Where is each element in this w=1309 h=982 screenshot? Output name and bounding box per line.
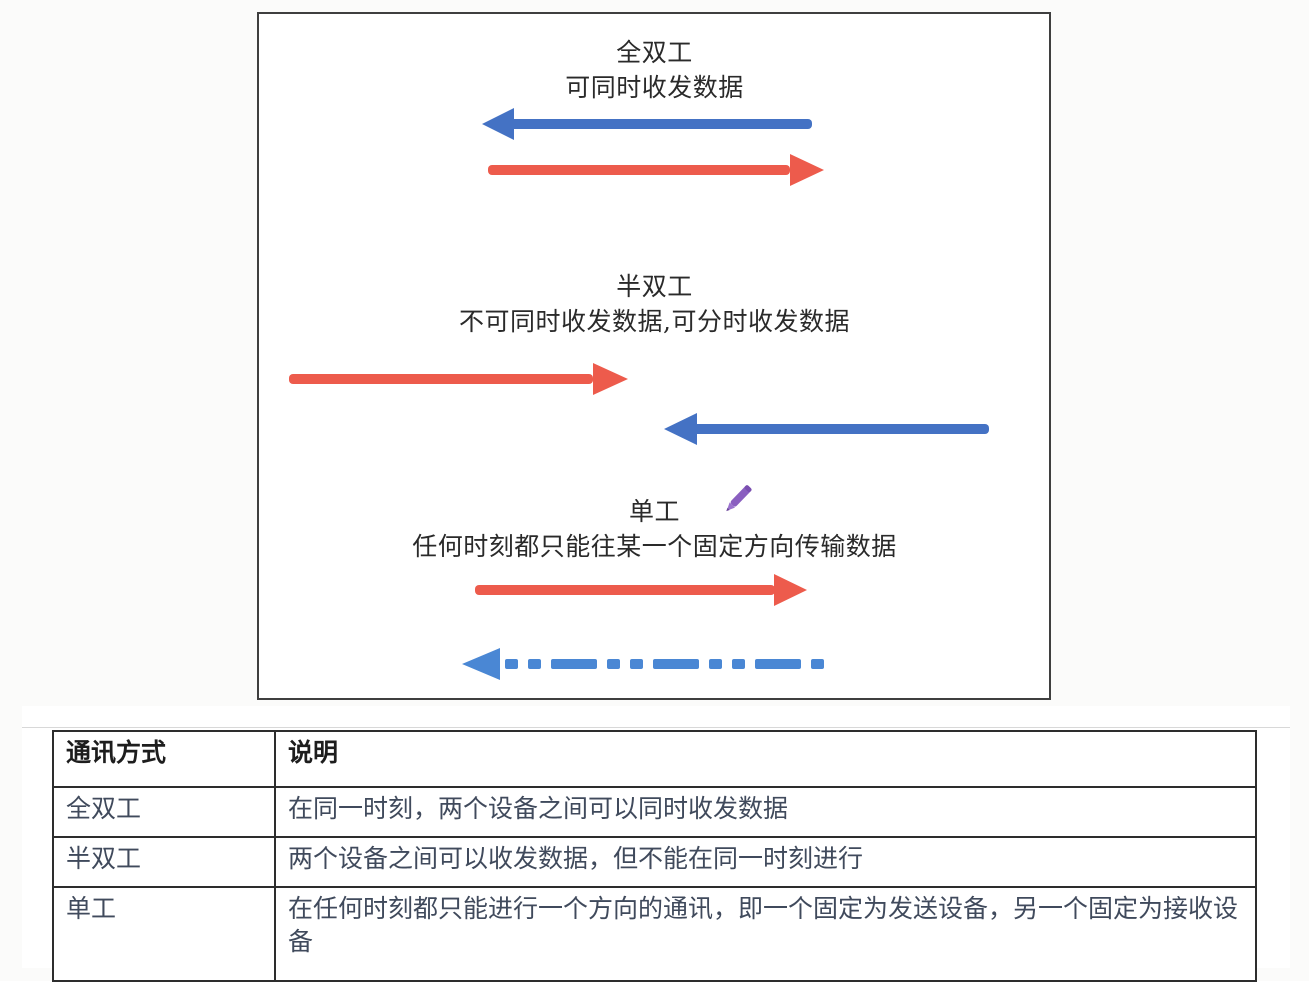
half-duplex-caption: 半双工 不可同时收发数据,可分时收发数据 [0,270,1309,339]
half-duplex-blue-arrow [660,413,992,445]
table-cell-mode: 半双工 [52,836,276,888]
half-duplex-title: 半双工 [616,272,693,301]
simplex-subtitle: 任何时刻都只能往某一个固定方向传输数据 [412,531,897,561]
pen-cursor [716,476,760,520]
table-cell-description: 在任何时刻都只能进行一个方向的通讯，即一个固定为发送设备，另一个固定为接收设备 [274,886,1257,982]
table-row: 半双工 两个设备之间可以收发数据，但不能在同一时刻进行 [52,836,1257,888]
half-duplex-subtitle: 不可同时收发数据,可分时收发数据 [459,306,850,336]
table-cell-description: 在同一时刻，两个设备之间可以同时收发数据 [274,786,1257,838]
half-duplex-red-arrow [286,363,630,395]
full-duplex-blue-arrow [480,108,820,140]
table-header-row: 通讯方式 说明 [52,730,1257,788]
table-row: 全双工 在同一时刻，两个设备之间可以同时收发数据 [52,786,1257,838]
full-duplex-title: 全双工 [616,38,693,67]
full-duplex-subtitle: 可同时收发数据 [565,72,744,102]
full-duplex-red-arrow [484,154,826,186]
simplex-title: 单工 [628,497,680,526]
table-header-description: 说明 [274,730,1257,788]
communication-modes-table: 通讯方式 说明 全双工 在同一时刻，两个设备之间可以同时收发数据 半双工 两个设… [52,730,1257,982]
simplex-red-arrow [473,574,809,606]
simplex-caption: 单工 任何时刻都只能往某一个固定方向传输数据 [0,495,1309,564]
full-duplex-caption: 全双工 可同时收发数据 [0,36,1309,105]
table-cell-description: 两个设备之间可以收发数据，但不能在同一时刻进行 [274,836,1257,888]
table-row: 单工 在任何时刻都只能进行一个方向的通讯，即一个固定为发送设备，另一个固定为接收… [52,886,1257,982]
table-cell-mode: 全双工 [52,786,276,838]
table-top-rule [22,727,1290,728]
table-header-mode: 通讯方式 [52,730,276,788]
table-cell-mode: 单工 [52,886,276,982]
simplex-blue-arrow [460,648,836,680]
